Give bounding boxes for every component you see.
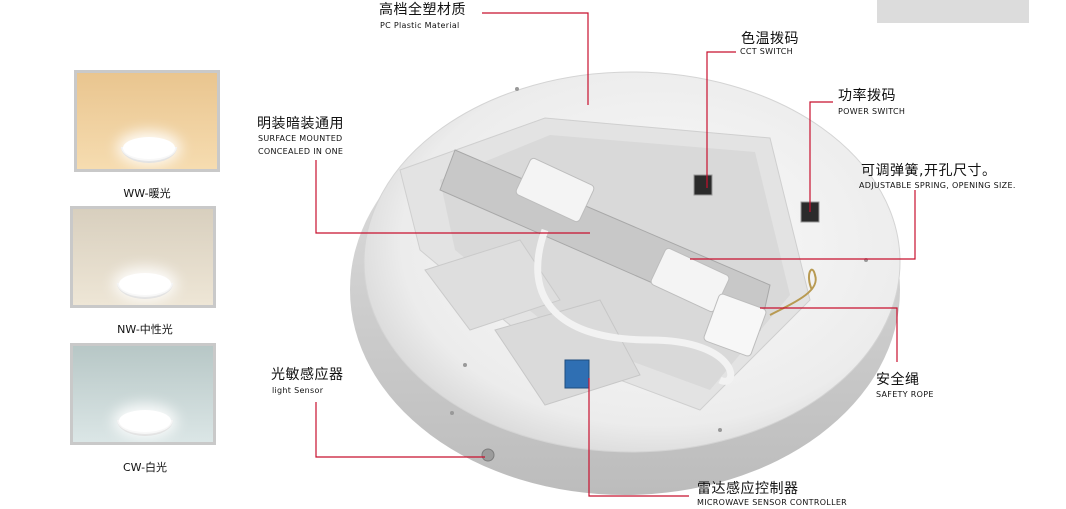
panel-light-icon [123, 137, 175, 159]
leader-spring [690, 190, 916, 260]
label-radar-cn: 雷达感应控制器 [697, 481, 799, 497]
label-mount-cn: 明装暗装通用 [257, 116, 344, 132]
label-power-en: POWER SWITCH [838, 107, 906, 116]
label-cct-cn: 色温拨码 [741, 31, 799, 47]
label-sensor-en: light Sensor [272, 386, 324, 395]
leader-cct [706, 51, 736, 188]
swatch-caption-ww: WW-暖光 [123, 187, 171, 200]
label-material-en: PC Plastic Material [380, 21, 460, 30]
cover-panel-2 [494, 299, 641, 406]
swatch-caption-nw: NW-中性光 [117, 323, 173, 336]
microwave-sensor-chip [564, 359, 590, 389]
label-power-cn: 功率拨码 [838, 88, 896, 104]
leader-mount [315, 160, 590, 234]
light-sensor-dot [481, 448, 495, 462]
label-spring-cn: 可调弹簧,开孔尺寸。 [861, 163, 997, 179]
label-sensor-cn: 光敏感应器 [271, 367, 344, 383]
cable [534, 228, 735, 385]
leader-power [809, 101, 833, 212]
label-cct-en: CCT SWITCH [740, 47, 793, 56]
swatch-cool-white [70, 343, 216, 445]
label-radar-en: MICROWAVE SENSOR CONTROLLER [697, 498, 848, 507]
panel-light-icon [119, 273, 171, 295]
label-mount-en2: CONCEALED IN ONE [258, 147, 344, 156]
label-material-cn: 高档全塑材质 [379, 2, 466, 18]
leader-radar [588, 378, 689, 497]
gray-banner-block [877, 0, 1029, 23]
swatch-neutral-white [70, 206, 216, 308]
label-rope-cn: 安全绳 [876, 372, 920, 388]
clip-block [703, 293, 767, 357]
label-spring-en: ADJUSTABLE SPRING, OPENING SIZE. [859, 181, 1016, 190]
leader-sensor [315, 402, 485, 458]
cover-panel-1 [424, 239, 561, 331]
leader-rope [760, 307, 898, 362]
safety-rope [769, 268, 817, 316]
panel-light-icon [119, 410, 171, 432]
label-mount-en1: SURFACE MOUNTED [258, 134, 343, 143]
swatch-warm-white [74, 70, 220, 172]
swatch-caption-cw: CW-白光 [122, 461, 168, 474]
leader-material [482, 12, 589, 105]
label-rope-en: SAFETY ROPE [876, 390, 934, 399]
spring-block-left [515, 157, 595, 223]
